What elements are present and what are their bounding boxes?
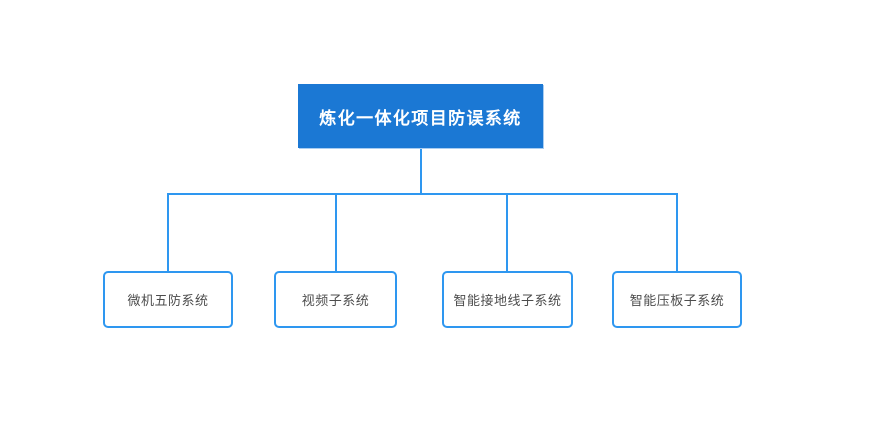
connector-bus — [167, 193, 678, 195]
child-node-1[interactable]: 微机五防系统 — [103, 271, 233, 328]
connector-drop-1 — [167, 195, 169, 271]
connector-drop-4 — [676, 195, 678, 271]
child-node-2[interactable]: 视频子系统 — [274, 271, 397, 328]
connector-root-drop — [420, 148, 422, 194]
child-node-label: 微机五防系统 — [127, 294, 209, 309]
child-node-3[interactable]: 智能接地线子系统 — [442, 271, 573, 328]
connector-drop-3 — [506, 195, 508, 271]
root-node-label: 炼化一体化项目防误系统 — [319, 108, 522, 129]
root-node[interactable]: 炼化一体化项目防误系统 — [298, 84, 543, 148]
child-node-label: 视频子系统 — [301, 294, 370, 309]
child-node-label: 智能压板子系统 — [629, 294, 725, 309]
child-node-4[interactable]: 智能压板子系统 — [612, 271, 742, 328]
child-node-label: 智能接地线子系统 — [453, 294, 562, 309]
connector-drop-2 — [335, 195, 337, 271]
